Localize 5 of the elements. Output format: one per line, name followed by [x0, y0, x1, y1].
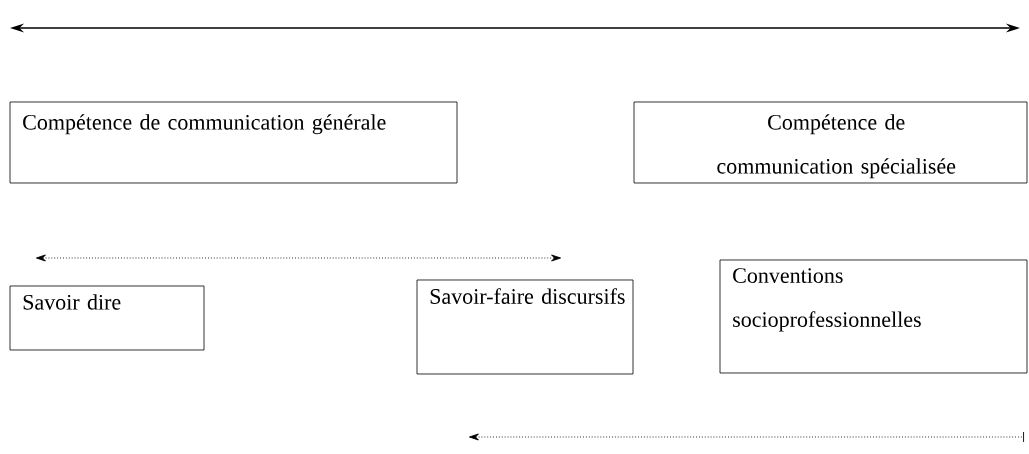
text-box: Savoir-faire discursifs: [416, 279, 634, 375]
text-box: Compétence de communication générale: [9, 101, 458, 184]
text-box: Compétence de communication spécialisée: [633, 101, 1028, 184]
text-box: Savoir dire: [9, 285, 205, 351]
text-box: Conventions socioprofessionnelles: [719, 259, 1028, 374]
